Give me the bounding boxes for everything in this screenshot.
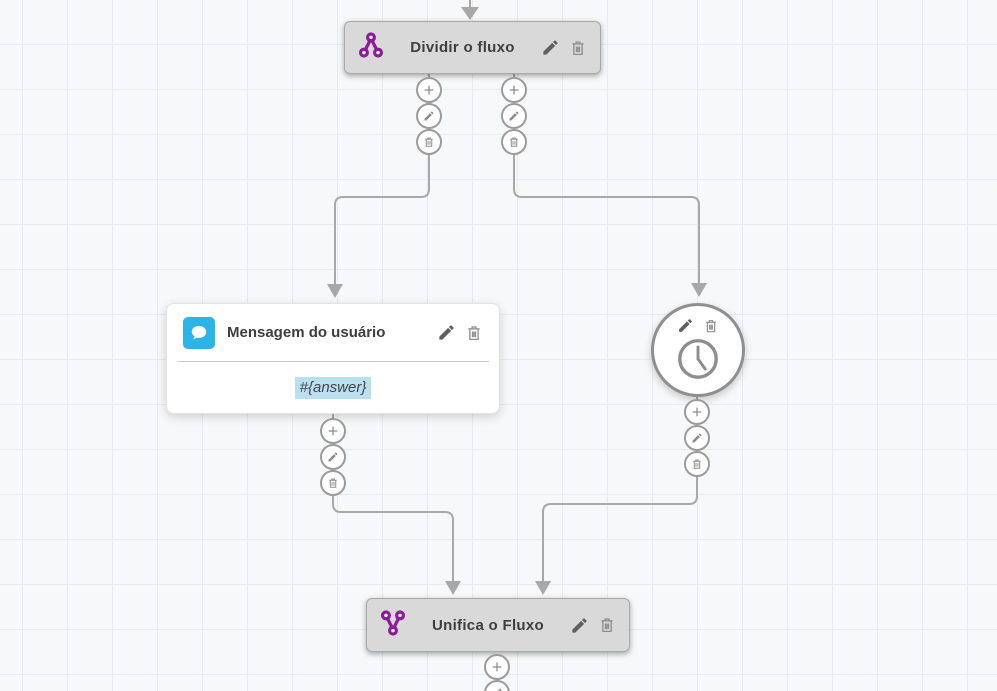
edit-connection-button[interactable] [684, 425, 710, 451]
delete-connection-button[interactable] [684, 451, 710, 477]
connector-split-to-message [334, 74, 430, 285]
connector-split-to-timer [513, 74, 700, 284]
message-output-actions [320, 418, 346, 496]
add-node-button[interactable] [320, 418, 346, 444]
edit-pencil-icon[interactable] [437, 323, 456, 342]
node-title: Mensagem do usuário [227, 324, 386, 341]
node-wait-timer[interactable] [651, 303, 745, 397]
chat-bubble-icon [183, 316, 215, 349]
node-title: Dividir o fluxo [410, 39, 515, 56]
edit-connection-button[interactable] [501, 103, 527, 129]
add-node-button[interactable] [484, 654, 510, 680]
split-branch-icon [358, 32, 384, 63]
edit-pencil-icon[interactable] [677, 317, 694, 334]
trash-icon[interactable] [465, 324, 483, 342]
arrowhead-down [535, 581, 551, 595]
edit-pencil-icon[interactable] [541, 38, 560, 57]
edit-connection-button[interactable] [484, 680, 510, 691]
add-node-button[interactable] [684, 399, 710, 425]
arrowhead-down [445, 581, 461, 595]
edit-connection-button[interactable] [416, 103, 442, 129]
delete-connection-button[interactable] [416, 129, 442, 155]
split-output-right-actions [501, 77, 527, 155]
split-output-left-actions [416, 77, 442, 155]
arrowhead-down [691, 283, 707, 297]
add-node-button[interactable] [416, 77, 442, 103]
answer-variable-chip[interactable]: #{answer} [294, 376, 372, 399]
merge-output-actions [484, 654, 510, 691]
timer-output-actions [684, 399, 710, 477]
add-node-button[interactable] [501, 77, 527, 103]
clock-icon [675, 335, 721, 386]
connector-message-to-merge [332, 414, 454, 582]
edit-connection-button[interactable] [320, 444, 346, 470]
trash-icon[interactable] [569, 39, 587, 57]
connector-timer-to-merge [542, 397, 698, 582]
arrowhead-down [461, 7, 479, 20]
trash-icon[interactable] [598, 616, 616, 634]
node-split-flow[interactable]: Dividir o fluxo [344, 21, 601, 74]
node-merge-flow[interactable]: Unifica o Fluxo [366, 598, 630, 652]
node-title: Unifica o Fluxo [431, 616, 544, 634]
delete-connection-button[interactable] [501, 129, 527, 155]
merge-branch-icon [380, 609, 406, 641]
card-divider [177, 361, 489, 362]
trash-icon[interactable] [703, 318, 719, 334]
edit-pencil-icon[interactable] [570, 616, 589, 635]
arrowhead-down [327, 284, 343, 298]
node-user-message[interactable]: Mensagem do usuário #{answer} [166, 303, 500, 414]
delete-connection-button[interactable] [320, 470, 346, 496]
